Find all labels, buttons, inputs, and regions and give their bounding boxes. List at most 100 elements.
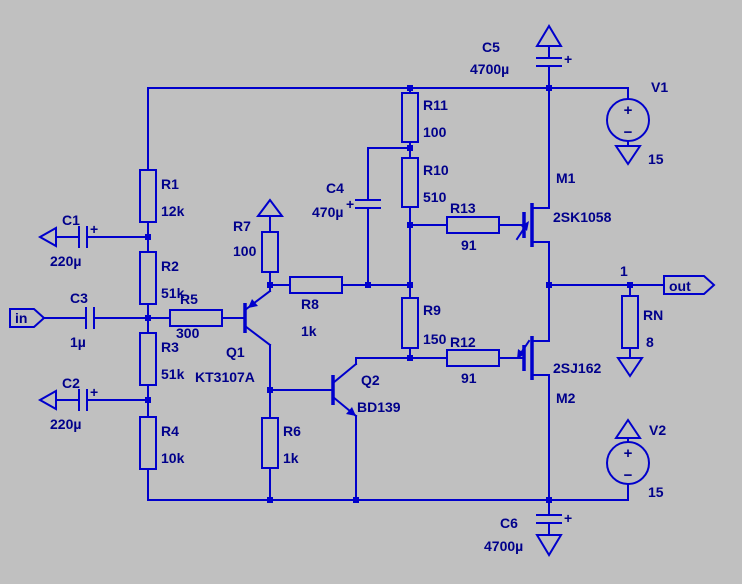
resistor-body[interactable] <box>289 276 343 294</box>
junction-dot <box>407 85 413 91</box>
resistor-R3[interactable]: R3 51k <box>139 332 185 386</box>
wiring <box>43 45 665 536</box>
resistor-body[interactable] <box>401 157 419 208</box>
resistor-body[interactable] <box>139 332 157 386</box>
junction-dots <box>145 85 633 503</box>
resistor-RN[interactable]: RN 8 <box>621 295 663 350</box>
component-value: BD139 <box>357 399 401 415</box>
resistor-R10[interactable]: R10 510 <box>401 157 449 208</box>
polarity-plus: + <box>564 510 572 526</box>
component-value: 1µ <box>70 334 86 350</box>
resistor-R1[interactable]: R1 12k <box>139 169 185 223</box>
port-label: in <box>15 310 27 326</box>
plus-sign: + <box>624 102 633 119</box>
component-value: 91 <box>461 370 477 386</box>
polarity-plus: + <box>346 196 354 212</box>
minus-sign: − <box>624 467 633 484</box>
component-label: R9 <box>423 302 441 318</box>
junction-dot <box>627 282 633 288</box>
ground-flag-r7 <box>256 198 284 217</box>
capacitor-C5[interactable]: C5 4700µ + <box>470 39 572 77</box>
resistor-body[interactable] <box>401 297 419 349</box>
resistor-body[interactable] <box>446 216 500 234</box>
component-label: R5 <box>180 291 198 307</box>
resistor-R2[interactable]: R2 51k <box>139 251 185 305</box>
component-value: 91 <box>461 237 477 253</box>
component-label: M1 <box>556 170 576 186</box>
resistor-body[interactable] <box>261 231 279 273</box>
capacitor-C6[interactable]: C6 4700µ + <box>484 510 572 554</box>
component-value: 100 <box>233 243 257 259</box>
port-label: out <box>669 278 691 294</box>
component-label: C5 <box>482 39 500 55</box>
port-flag[interactable] <box>663 275 716 295</box>
polarity-plus: + <box>564 51 572 67</box>
junction-dot <box>145 315 151 321</box>
component-value: 2SJ162 <box>553 360 601 376</box>
resistor-R12[interactable]: R12 91 <box>446 334 500 386</box>
ground-flag-c6 <box>535 534 563 557</box>
component-label: R1 <box>161 176 179 192</box>
junction-dot <box>546 85 552 91</box>
component-value: 510 <box>423 189 447 205</box>
capacitor-C1[interactable]: C1 + 220µ <box>50 212 98 269</box>
junction-dot <box>145 397 151 403</box>
component-value: 300 <box>176 325 200 341</box>
resistor-R6[interactable]: R6 1k <box>261 417 301 469</box>
transistor-Q1[interactable]: Q1 KT3107A <box>195 289 272 385</box>
vsource-V1[interactable]: + − V1 15 <box>606 79 668 167</box>
mosfet-M2[interactable]: 2SJ162 M2 <box>517 284 601 501</box>
component-label: M2 <box>556 390 576 406</box>
port-out[interactable]: out <box>663 275 716 295</box>
minus-sign: − <box>624 124 633 141</box>
port-flag[interactable] <box>9 308 46 328</box>
resistor-R8[interactable]: R8 1k <box>289 276 343 339</box>
junction-dot <box>353 497 359 503</box>
resistor-body[interactable] <box>621 295 639 349</box>
resistor-R7[interactable]: R7 100 <box>233 218 279 273</box>
transistor-Q2[interactable]: Q2 BD139 <box>331 362 401 418</box>
port-in[interactable]: in <box>9 308 46 328</box>
component-value: 2SK1058 <box>553 209 612 225</box>
component-value: 15 <box>648 484 664 500</box>
resistor-R13[interactable]: R13 91 <box>446 200 500 253</box>
ground-flag-c2 <box>37 389 57 411</box>
component-label: R11 <box>423 97 448 113</box>
component-value: 51k <box>161 285 185 301</box>
resistor-body[interactable] <box>169 309 223 327</box>
source-body[interactable] <box>606 98 650 142</box>
component-value: 150 <box>423 331 447 347</box>
vsource-V2[interactable]: + − V2 15 <box>606 422 666 500</box>
resistor-body[interactable] <box>446 349 500 367</box>
capacitor-C4[interactable]: C4 470µ + <box>312 180 381 220</box>
component-value: KT3107A <box>195 369 255 385</box>
resistor-body[interactable] <box>139 251 157 305</box>
capacitor-C2[interactable]: C2 + 220µ <box>50 375 98 432</box>
junction-dot <box>145 234 151 240</box>
mosfet-M1[interactable]: M1 2SK1058 <box>515 87 612 286</box>
junction-dot <box>365 282 371 288</box>
plus-sign: + <box>624 445 633 462</box>
npn-arrow <box>346 407 356 416</box>
component-value: 15 <box>648 151 664 167</box>
component-label: C6 <box>500 515 518 531</box>
component-label: R8 <box>301 296 319 312</box>
capacitor-C3[interactable]: C3 1µ <box>70 290 95 350</box>
resistor-body[interactable] <box>261 417 279 469</box>
ground-flag-c1 <box>37 226 57 248</box>
component-label: V1 <box>651 79 668 95</box>
resistor-body[interactable] <box>139 169 157 223</box>
component-label: R10 <box>423 162 449 178</box>
resistor-R9[interactable]: R9 150 <box>401 297 447 349</box>
resistor-R11[interactable]: R11 100 <box>401 92 448 143</box>
junction-dot <box>407 282 413 288</box>
resistor-R5[interactable]: R5 300 <box>169 291 223 341</box>
resistor-body[interactable] <box>401 92 419 143</box>
resistor-R4[interactable]: R4 10k <box>139 416 185 470</box>
resistor-body[interactable] <box>139 416 157 470</box>
source-body[interactable] <box>606 441 650 485</box>
component-value: 10k <box>161 450 185 466</box>
component-label: Q2 <box>361 372 380 388</box>
junction-dot <box>407 355 413 361</box>
